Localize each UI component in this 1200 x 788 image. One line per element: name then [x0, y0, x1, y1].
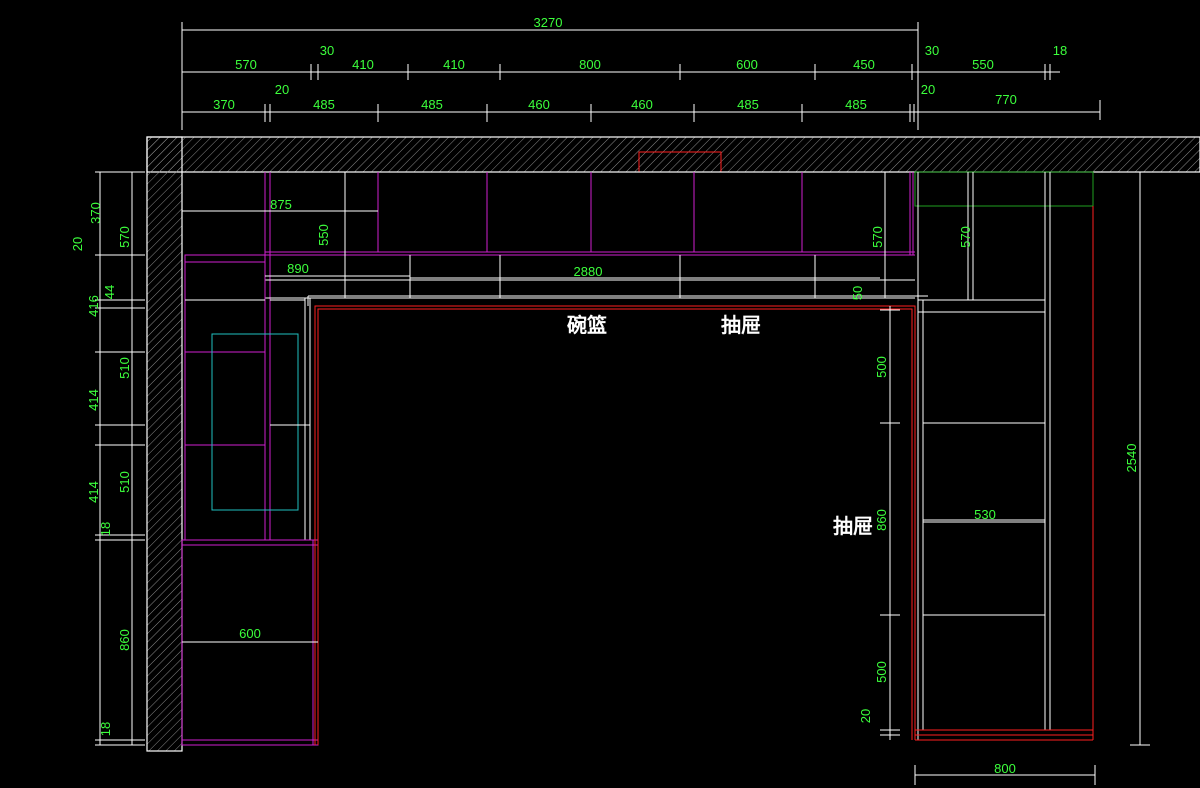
dim-row1-2: 410 [352, 57, 374, 72]
dim-upper-50: 50 [850, 286, 865, 300]
dim-left-18-b: 18 [98, 722, 113, 736]
green-box [914, 171, 1094, 207]
dim-left-416: 416 [86, 295, 101, 317]
dim-row1-9: 18 [1053, 43, 1067, 58]
dimension-lines [95, 22, 1150, 785]
dim-right-500-a: 500 [874, 356, 889, 378]
left-wall [146, 136, 183, 752]
dim-row1-5: 600 [736, 57, 758, 72]
dim-row2-3: 485 [421, 97, 443, 112]
dim-upper-875: 875 [270, 197, 292, 212]
dim-row2-5: 460 [631, 97, 653, 112]
dim-row1-1: 30 [320, 43, 334, 58]
dim-row1-6: 450 [853, 57, 875, 72]
dim-upper-890: 890 [287, 261, 309, 276]
dim-row2-6: 485 [737, 97, 759, 112]
dim-row1-7: 30 [925, 43, 939, 58]
dim-right-2540: 2540 [1124, 444, 1139, 473]
row2-ticks [264, 100, 1101, 122]
dim-row2-2: 485 [313, 97, 335, 112]
dim-left-414-b: 414 [86, 481, 101, 503]
dim-row2-9: 770 [995, 92, 1017, 107]
dim-upper-570-right: 570 [958, 226, 973, 248]
upper-cabinets [182, 171, 915, 540]
area-labels: 碗篮 抽屉 抽屉 [567, 313, 873, 538]
dim-row2-4: 460 [528, 97, 550, 112]
dim-right-530: 530 [974, 507, 996, 522]
dim-right-500-b: 500 [874, 661, 889, 683]
dim-upper-570-mid: 570 [870, 226, 885, 248]
dim-left-370: 370 [88, 202, 103, 224]
dimension-text: 3270 570 30 410 410 800 600 450 30 550 1… [70, 15, 1139, 776]
left-ticks [95, 171, 145, 746]
dim-right-860: 860 [874, 509, 889, 531]
dim-upper-2880: 2880 [574, 264, 603, 279]
dim-upper-550: 550 [316, 224, 331, 246]
row1-ticks [310, 64, 1051, 80]
dim-left-570: 570 [117, 226, 132, 248]
dim-left-860: 860 [117, 629, 132, 651]
dim-right-20: 20 [858, 709, 873, 723]
dim-left-510-b: 510 [117, 471, 132, 493]
dim-bottom-800: 800 [994, 761, 1016, 776]
appliance-outline [211, 333, 299, 511]
dim-row2-8: 20 [921, 82, 935, 97]
dim-bottom-600: 600 [239, 626, 261, 641]
dim-row1-8: 550 [972, 57, 994, 72]
dim-left-18-a: 18 [98, 522, 113, 536]
label-bowl-basket: 碗篮 [567, 313, 607, 337]
right-cabinets [914, 171, 1094, 741]
dim-left-20: 20 [70, 237, 85, 251]
dim-row2-7: 485 [845, 97, 867, 112]
label-drawer-top: 抽屉 [721, 313, 761, 337]
dim-row1-3: 410 [443, 57, 465, 72]
dim-row1-0: 570 [235, 57, 257, 72]
dim-left-44: 44 [102, 285, 117, 299]
dim-overall-top: 3270 [534, 15, 563, 30]
dim-row1-4: 800 [579, 57, 601, 72]
right-ticks [880, 309, 900, 736]
base-counter [307, 295, 928, 745]
walls [146, 136, 1200, 752]
dim-left-414-a: 414 [86, 389, 101, 411]
left-cabinets [181, 254, 319, 746]
dim-row2-1: 20 [275, 82, 289, 97]
dim-row2-0: 370 [213, 97, 235, 112]
dim-left-510-a: 510 [117, 357, 132, 379]
top-wall [146, 136, 1200, 173]
label-drawer-right: 抽屉 [833, 514, 873, 538]
